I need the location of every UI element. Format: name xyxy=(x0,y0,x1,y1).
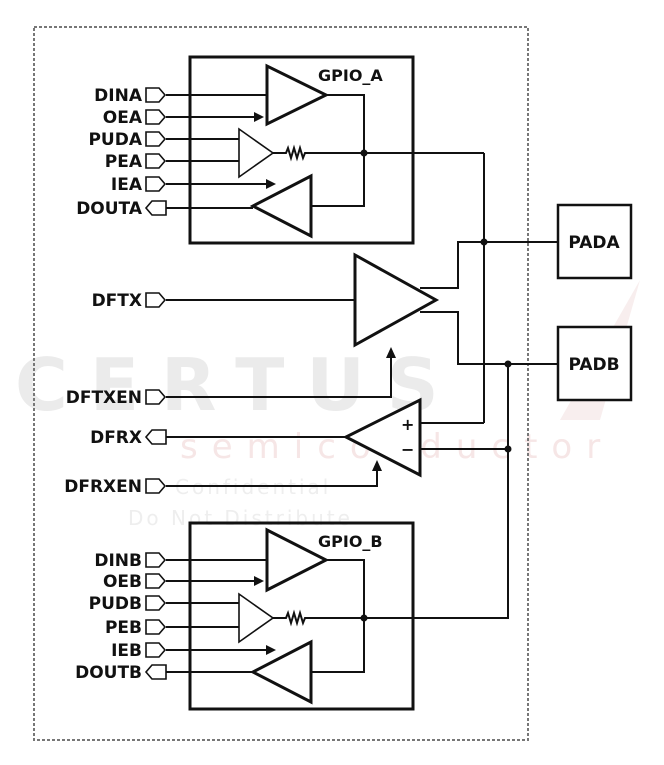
port-pea[interactable] xyxy=(145,153,167,169)
gpio-a-pull-driver xyxy=(238,127,275,179)
pads: PADA PADB xyxy=(556,203,633,402)
port-label-iea: IEA xyxy=(111,175,143,195)
port-puda[interactable] xyxy=(145,131,167,147)
gpio-a-block: GPIO_A xyxy=(166,55,484,245)
port-label-dftxen: DFTXEN xyxy=(66,388,142,408)
port-dina[interactable] xyxy=(145,87,167,103)
port-pudb[interactable] xyxy=(145,595,167,611)
pad-b[interactable] xyxy=(556,325,633,402)
gpio-b-box xyxy=(188,521,415,711)
pad-a-label: PADA xyxy=(568,233,620,253)
gpio-a-box xyxy=(188,55,415,245)
port-doutb[interactable] xyxy=(144,664,167,680)
port-label-oea: OEA xyxy=(103,108,143,128)
port-label-doutb: DOUTB xyxy=(75,663,142,683)
port-label-dfrxen: DFRXEN xyxy=(64,477,142,497)
pad-a[interactable] xyxy=(556,203,633,280)
port-dfrx[interactable] xyxy=(144,429,167,445)
gpio-b-block: GPIO_B xyxy=(166,521,509,711)
diff-block: + − xyxy=(166,153,558,616)
diff-ports: DFTX DFTXEN DFRX DFRXEN xyxy=(64,291,167,497)
port-oea[interactable] xyxy=(145,109,167,125)
port-dfrxen[interactable] xyxy=(145,478,167,494)
port-label-puda: PUDA xyxy=(88,130,142,150)
chip-boundary xyxy=(33,26,529,741)
port-peb[interactable] xyxy=(145,619,167,635)
port-iea[interactable] xyxy=(145,176,167,192)
gpio-b-pull-driver xyxy=(238,592,275,644)
watermark-brand: CERTUS xyxy=(15,343,461,427)
port-ieb[interactable] xyxy=(145,642,167,658)
pad-b-label: PADB xyxy=(568,355,619,375)
gpio-a-ports: DINA OEA PUDA PEA IEA DOUTA xyxy=(76,86,167,219)
port-dinb[interactable] xyxy=(145,552,167,568)
port-label-pea: PEA xyxy=(105,152,143,172)
port-oeb[interactable] xyxy=(145,573,167,589)
port-label-oeb: OEB xyxy=(103,572,142,592)
comparator-minus: − xyxy=(401,440,414,459)
port-label-dina: DINA xyxy=(94,86,143,106)
port-dftx[interactable] xyxy=(145,292,167,308)
port-douta[interactable] xyxy=(144,200,167,216)
port-dftxen[interactable] xyxy=(145,389,167,405)
port-label-douta: DOUTA xyxy=(76,199,143,219)
gpio-b-ports: DINB OEB PUDB PEB IEB DOUTB xyxy=(75,551,167,683)
comparator-plus: + xyxy=(401,415,414,434)
gpio-a-title: GPIO_A xyxy=(318,66,383,85)
gpio-b-pull-resistor xyxy=(273,609,509,627)
port-label-dftx: DFTX xyxy=(92,291,142,311)
gpio-b-title: GPIO_B xyxy=(318,532,383,551)
dfrx-comparator xyxy=(342,397,422,478)
port-label-dfrx: DFRX xyxy=(90,428,142,448)
dftx-driver xyxy=(353,252,440,348)
watermark-line2: Do Not Distribute xyxy=(128,506,353,530)
port-label-dinb: DINB xyxy=(94,551,142,571)
gpio-a-pull-resistor xyxy=(273,144,413,162)
port-label-peb: PEB xyxy=(105,618,142,638)
port-label-ieb: IEB xyxy=(111,641,142,661)
port-label-pudb: PUDB xyxy=(89,594,142,614)
